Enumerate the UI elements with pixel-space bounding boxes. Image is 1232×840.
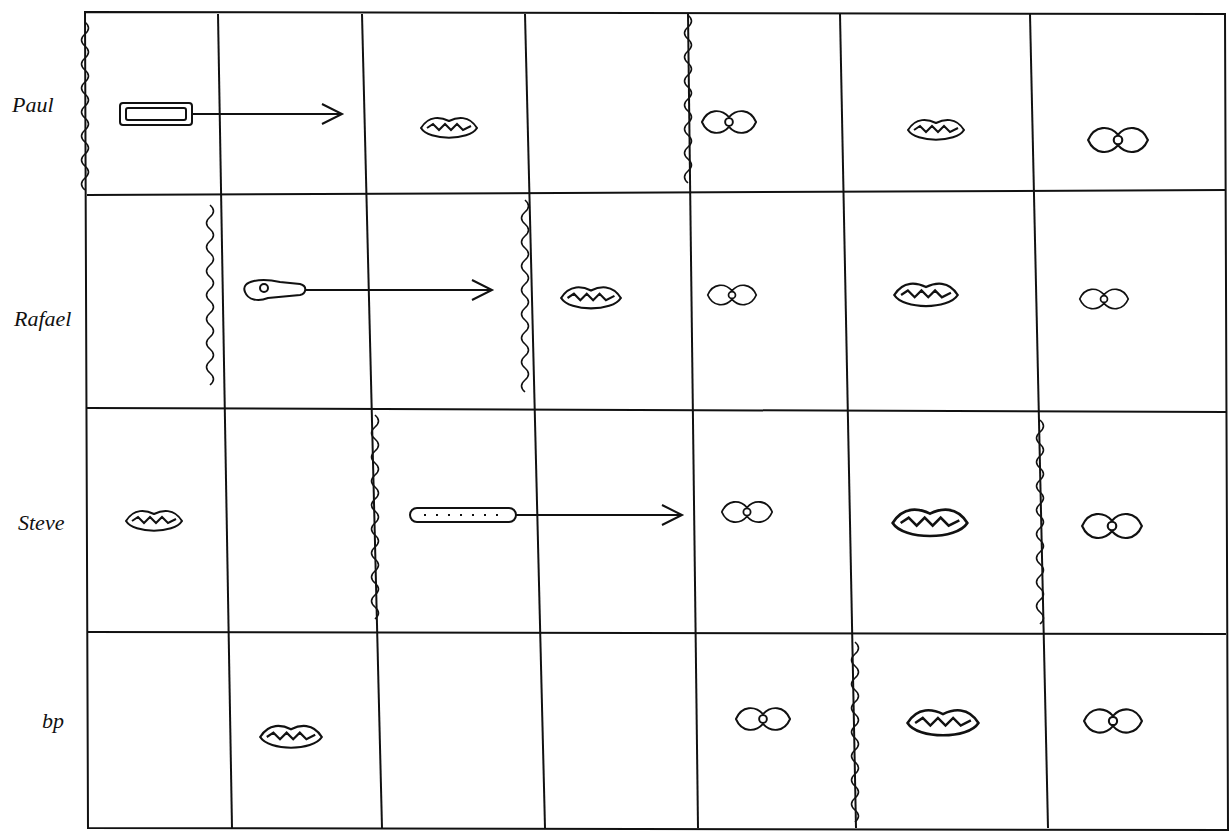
wavy-line xyxy=(522,200,529,392)
grid-lines xyxy=(85,12,1228,830)
wavy-line xyxy=(82,22,89,190)
row-label: Rafael xyxy=(14,306,71,332)
row-label: Paul xyxy=(12,92,54,118)
wavy-lines xyxy=(82,15,1044,822)
wavy-line xyxy=(1037,420,1044,624)
instruments xyxy=(120,103,682,525)
row-label: Steve xyxy=(18,510,64,536)
wavy-line xyxy=(685,15,692,183)
row-label: bp xyxy=(42,708,64,734)
wavy-line xyxy=(207,205,214,385)
wavy-line xyxy=(372,415,379,619)
wavy-line xyxy=(852,642,859,822)
mouth-symbols xyxy=(126,111,1148,748)
